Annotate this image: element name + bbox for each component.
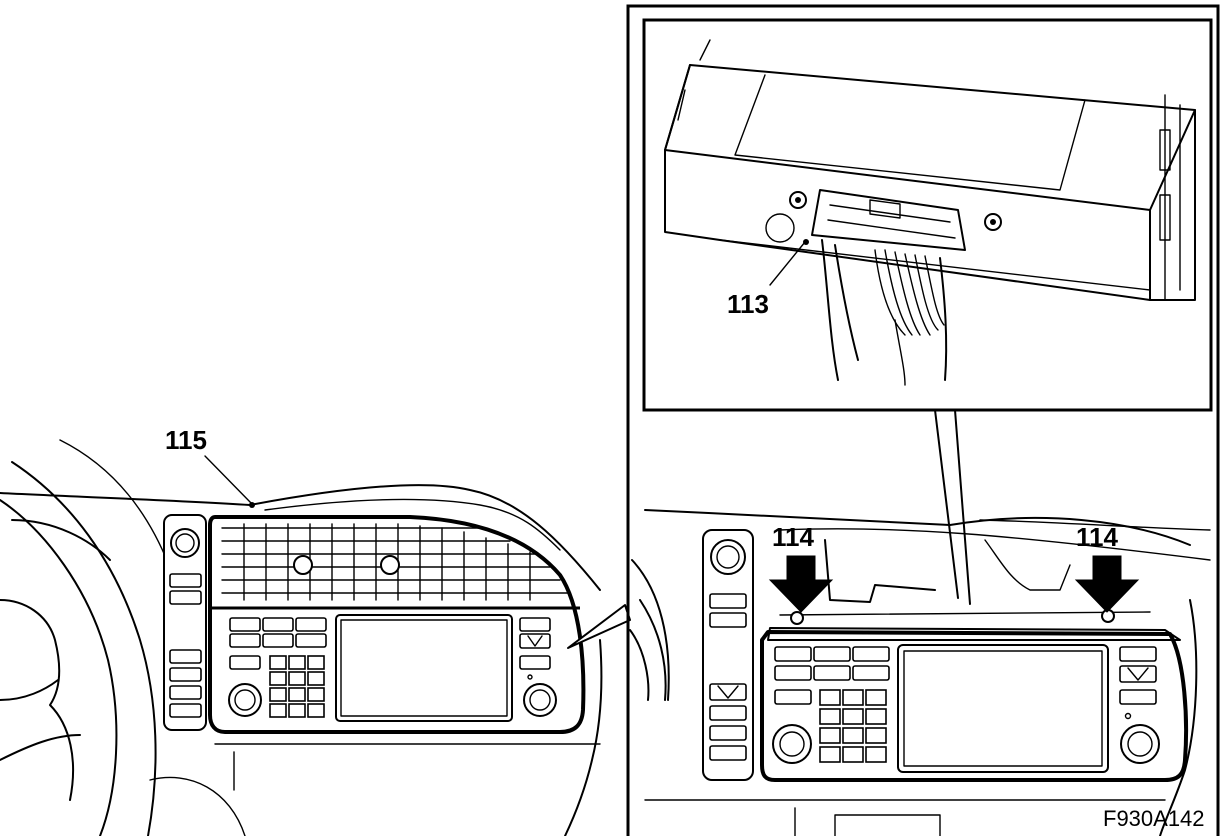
icm-display bbox=[335, 614, 513, 722]
dash-lower-curve bbox=[149, 776, 246, 836]
strip-switch-6 bbox=[169, 703, 202, 718]
icm-btn-r3 bbox=[519, 655, 551, 670]
vent-knob-right bbox=[380, 555, 400, 575]
detail-icm-top-edge bbox=[779, 611, 1151, 616]
callout-115-dot bbox=[249, 502, 255, 508]
detail-arc-1 bbox=[631, 559, 670, 701]
strip-switch-1 bbox=[169, 573, 202, 588]
detail-strip-sw1 bbox=[709, 593, 747, 609]
dash-line-left bbox=[11, 519, 111, 561]
detail-strip-sw5 bbox=[709, 725, 747, 741]
callout-113: 113 bbox=[727, 289, 769, 319]
strip-switch-5 bbox=[169, 685, 202, 700]
strip-switch-2 bbox=[169, 590, 202, 605]
detail-dial-right bbox=[1120, 724, 1160, 764]
dash-side-curve bbox=[564, 639, 603, 836]
steering-spoke bbox=[0, 679, 59, 701]
icm-dial-left bbox=[228, 683, 262, 717]
detail-icm-display-inner bbox=[903, 650, 1103, 767]
icm-dial-right bbox=[523, 683, 557, 717]
strip-switch-3 bbox=[169, 649, 202, 664]
icm-buttons-left bbox=[229, 617, 327, 718]
zoom-line-right bbox=[954, 409, 971, 605]
strip-knob-inner bbox=[175, 533, 195, 553]
harness-connector bbox=[811, 189, 966, 251]
detail-icm-outline bbox=[760, 630, 1189, 782]
detail-strip-sw6 bbox=[709, 745, 747, 761]
callout-115: 115 bbox=[165, 425, 207, 455]
detail-dash-edge bbox=[644, 509, 1191, 546]
wire-harness bbox=[821, 239, 948, 386]
icm-unit-rear bbox=[664, 39, 1196, 301]
dashboard-overview: 115 bbox=[0, 425, 631, 836]
detail-btn-r1 bbox=[1119, 646, 1157, 662]
callout-115-leader bbox=[204, 455, 253, 505]
detail-dial-left-inner bbox=[779, 731, 805, 757]
screw-left-inner bbox=[795, 197, 801, 203]
detail-arc-2 bbox=[639, 599, 667, 701]
vent-knob-left bbox=[293, 555, 313, 575]
steering-wheel-rim-inner bbox=[0, 499, 118, 836]
detail-dash-edge-2 bbox=[779, 528, 1211, 561]
strip-switch-4 bbox=[169, 667, 202, 682]
steering-wheel-hub bbox=[0, 599, 75, 801]
detail-lower-tray bbox=[834, 814, 941, 836]
screw-right-inner bbox=[990, 219, 996, 225]
callout-113-dot bbox=[803, 239, 809, 245]
dashboard-top-edge bbox=[0, 484, 601, 591]
icm-btn-r1 bbox=[519, 617, 551, 632]
detail-led bbox=[1124, 712, 1132, 720]
steering-wheel-rim-outer bbox=[11, 461, 157, 836]
detail-strip-knob bbox=[710, 539, 746, 575]
detail-strip-sw2 bbox=[709, 612, 747, 628]
detail-screw-left bbox=[790, 611, 804, 625]
detail-btn-r2-mark bbox=[1127, 667, 1149, 681]
strip-knob bbox=[170, 528, 200, 558]
detail-panel: 113 bbox=[626, 4, 1220, 836]
detail-dial-left bbox=[772, 724, 812, 764]
detail-arc-3 bbox=[629, 629, 650, 701]
detail-icm-buttons-left bbox=[774, 646, 890, 763]
detail-screw-right bbox=[1101, 609, 1115, 623]
icm-display-inner bbox=[340, 619, 508, 717]
detail-strip-sw3-mark bbox=[717, 685, 739, 699]
detail-frame bbox=[626, 4, 1220, 836]
detail-dash-edge-3 bbox=[979, 519, 1211, 531]
arrow-114-left bbox=[768, 555, 834, 613]
icm-dial-right-inner bbox=[529, 689, 551, 711]
mount-hole bbox=[765, 213, 795, 243]
detail-side-curve bbox=[1159, 599, 1198, 836]
figure-code: F930A142 bbox=[1103, 806, 1205, 831]
dashboard-top-edge-2 bbox=[264, 498, 561, 551]
icm-led bbox=[527, 674, 533, 680]
detail-dial-right-inner bbox=[1127, 731, 1153, 757]
steering-spoke-lower bbox=[0, 734, 81, 761]
console-outline bbox=[208, 515, 586, 734]
icm-btn-r2 bbox=[519, 633, 551, 649]
callout-113-leader bbox=[769, 241, 806, 286]
detail-strip-sw4 bbox=[709, 705, 747, 721]
callout-114-left: 114 bbox=[772, 522, 814, 552]
connector-latch bbox=[869, 199, 901, 219]
detail-icm-display bbox=[897, 644, 1109, 773]
arrow-114-right bbox=[1074, 555, 1140, 613]
icm-btn-r2-mark bbox=[527, 635, 543, 647]
detail-strip-knob-inner bbox=[716, 545, 740, 569]
detail-btn-r3 bbox=[1119, 689, 1157, 705]
air-vent-grille bbox=[221, 523, 569, 601]
console-opening bbox=[824, 539, 936, 603]
zoom-line-left bbox=[934, 409, 959, 599]
connector-ribs bbox=[827, 204, 956, 239]
icm-dial-left-inner bbox=[234, 689, 256, 711]
callout-114-right: 114 bbox=[1076, 522, 1118, 552]
console-opening-2 bbox=[984, 539, 1071, 591]
